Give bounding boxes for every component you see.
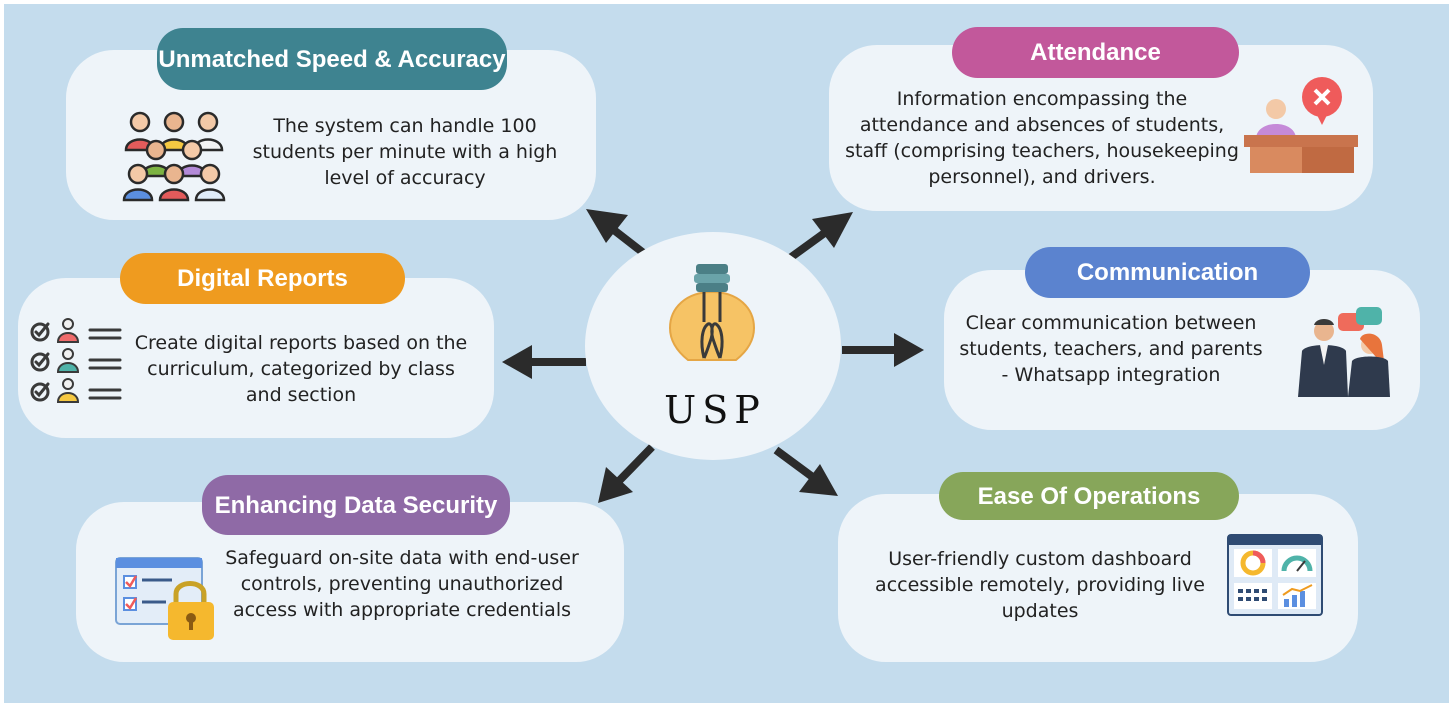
reports-text: Create digital reports based on the curr… [134, 332, 468, 406]
arrow-to-communication [842, 333, 924, 367]
reports-title: Digital Reports [120, 253, 405, 304]
communication-text: Clear communication between students, te… [959, 312, 1263, 386]
operations-title: Ease Of Operations [939, 472, 1239, 520]
arrow-to-attendance [787, 212, 853, 262]
secure-checklist-lock-icon [115, 557, 214, 640]
conversation-icon [1298, 307, 1390, 397]
attendance-text: Information encompassing the attendance … [845, 88, 1239, 188]
arrow-to-reports [502, 345, 586, 379]
usp-label: USP [664, 388, 766, 432]
security-text: Safeguard on-site data with end-user con… [225, 547, 579, 621]
operations-text: User-friendly custom dashboard accessibl… [875, 548, 1205, 622]
arrow-to-operations [773, 446, 838, 496]
arrow-to-security [598, 444, 655, 503]
students-group-icon [122, 111, 226, 202]
security-title: Enhancing Data Security [202, 475, 510, 535]
communication-title: Communication [1025, 247, 1310, 298]
reports-card [18, 278, 494, 438]
absent-teacher-icon [1244, 77, 1358, 173]
light-bulb-icon [668, 264, 756, 361]
attendance-title: Attendance [952, 27, 1239, 78]
dashboard-icon [1227, 534, 1323, 616]
speed-title: Unmatched Speed & Accuracy [157, 28, 507, 90]
speed-text: The system can handle 100 students per m… [252, 115, 558, 189]
checklist-people-icon [30, 318, 122, 403]
